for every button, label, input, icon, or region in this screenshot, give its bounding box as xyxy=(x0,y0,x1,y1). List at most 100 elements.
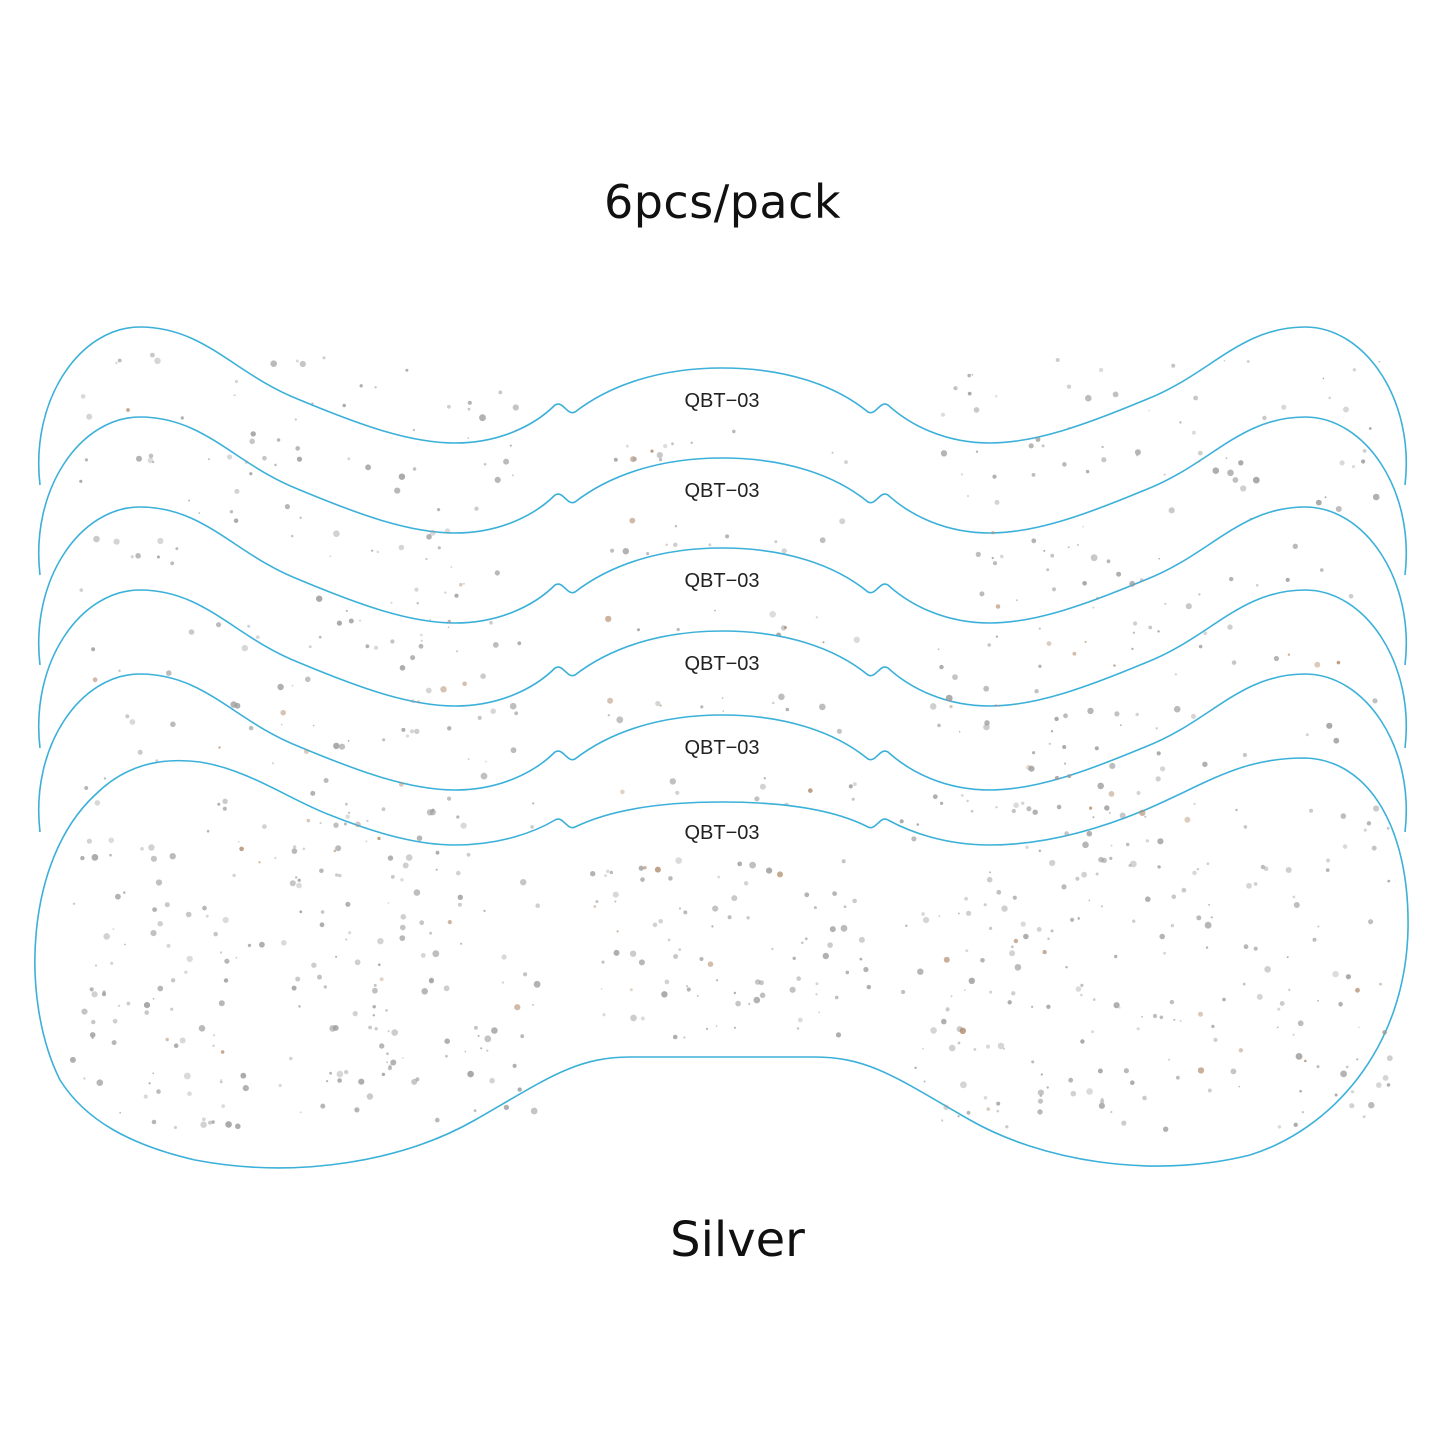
glitter-dot xyxy=(1260,864,1266,870)
glitter-dot xyxy=(804,892,810,898)
glitter-dot xyxy=(390,639,395,644)
glitter-dot xyxy=(654,866,661,873)
patch-strip: QBT−03 xyxy=(38,416,1407,576)
glitter-dot xyxy=(147,457,154,464)
glitter-dot xyxy=(1191,430,1196,435)
glitter-dot xyxy=(743,881,749,886)
glitter-dot xyxy=(763,777,766,780)
glitter-dot xyxy=(409,729,415,734)
glitter-dot xyxy=(295,359,299,363)
glitter-dot xyxy=(1139,809,1146,817)
glitter-dot xyxy=(320,910,325,914)
glitter-dot xyxy=(686,985,689,988)
glitter-dot xyxy=(1193,802,1196,806)
glitter-dot xyxy=(477,715,482,720)
glitter-dot xyxy=(733,1026,737,1029)
glitter-dot xyxy=(759,783,766,790)
glitter-dot xyxy=(372,1005,376,1009)
glitter-dot xyxy=(866,984,871,990)
glitter-dot xyxy=(1095,872,1099,876)
glitter-dot xyxy=(1379,982,1382,986)
glitter-dot xyxy=(1334,1093,1338,1097)
glitter-dot xyxy=(1110,1110,1113,1114)
glitter-dot xyxy=(656,452,663,459)
glitter-dot xyxy=(425,687,432,694)
glitter-dot xyxy=(922,1047,924,1050)
glitter-dot xyxy=(157,985,164,992)
glitter-dot xyxy=(1011,991,1016,996)
glitter-dot xyxy=(274,463,277,467)
glitter-dot xyxy=(322,356,326,360)
glitter-dot xyxy=(312,724,315,727)
glitter-dot xyxy=(625,444,629,448)
glitter-dot xyxy=(91,991,98,998)
glitter-dot xyxy=(111,1040,117,1046)
glitter-dot xyxy=(858,936,865,943)
glitter-dot xyxy=(1096,596,1099,600)
glitter-dot xyxy=(368,1025,372,1030)
glitter-dot xyxy=(297,878,301,882)
glitter-dot xyxy=(1317,999,1319,1002)
glitter-dot xyxy=(996,1101,1001,1106)
glitter-dot xyxy=(399,935,406,941)
glitter-dot xyxy=(1203,631,1208,636)
glitter-dot xyxy=(489,621,493,625)
glitter-dot xyxy=(514,1004,521,1011)
glitter-dot xyxy=(1144,815,1147,818)
glitter-dot xyxy=(414,587,419,592)
glitter-dot xyxy=(959,1027,966,1035)
glitter-dot xyxy=(845,970,850,975)
glitter-dot xyxy=(170,1007,174,1011)
glitter-dot xyxy=(945,1007,950,1012)
glitter-dot xyxy=(235,1123,241,1130)
glitter-dot xyxy=(359,384,363,388)
glitter-dot xyxy=(337,1078,342,1083)
patch-outline xyxy=(38,326,1407,486)
glitter-dot xyxy=(966,1110,971,1115)
glitter-dot xyxy=(1011,808,1016,814)
glitter-dot xyxy=(1090,554,1098,562)
glitter-dot xyxy=(333,530,340,537)
glitter-dot xyxy=(152,907,158,912)
glitter-dot xyxy=(1315,499,1322,506)
glitter-dot xyxy=(1262,415,1267,421)
glitter-dot xyxy=(277,683,284,691)
glitter-dot xyxy=(1042,949,1047,955)
glitter-dot xyxy=(1345,1065,1349,1069)
glitter-dot xyxy=(593,905,597,908)
glitter-dot xyxy=(848,784,853,789)
glitter-dot xyxy=(630,1014,637,1022)
glitter-dot xyxy=(1114,711,1120,717)
glitter-dot xyxy=(753,996,761,1004)
glitter-dot xyxy=(291,848,298,854)
glitter-dot xyxy=(480,1047,483,1050)
glitter-dot xyxy=(646,552,650,556)
glitter-dot xyxy=(1064,831,1069,836)
glitter-dot xyxy=(170,978,176,983)
glitter-dot xyxy=(1088,899,1091,902)
glitter-dot xyxy=(1121,1120,1127,1126)
glitter-dot xyxy=(435,868,438,871)
glitter-dot xyxy=(473,1109,477,1112)
patch-code-label: QBT−03 xyxy=(684,390,759,412)
glitter-dot xyxy=(1031,1005,1034,1008)
glitter-dot xyxy=(1087,707,1094,715)
glitter-dot xyxy=(859,957,863,961)
glitter-dot xyxy=(966,910,972,916)
glitter-dot xyxy=(244,460,249,464)
glitter-dot xyxy=(385,1009,388,1012)
glitter-dot xyxy=(233,394,236,397)
glitter-dot xyxy=(459,582,463,587)
glitter-dot xyxy=(345,938,348,941)
glitter-dot xyxy=(207,458,210,461)
glitter-dot xyxy=(1292,895,1296,899)
glitter-dot xyxy=(1132,919,1136,923)
glitter-dot xyxy=(917,968,924,975)
glitter-dot xyxy=(229,510,234,514)
glitter-dot xyxy=(338,873,342,878)
glitter-dot xyxy=(376,550,380,554)
glitter-dot xyxy=(914,1066,917,1070)
glitter-dot xyxy=(1038,664,1042,668)
glitter-dot xyxy=(1116,571,1122,577)
glitter-dot xyxy=(509,702,517,710)
